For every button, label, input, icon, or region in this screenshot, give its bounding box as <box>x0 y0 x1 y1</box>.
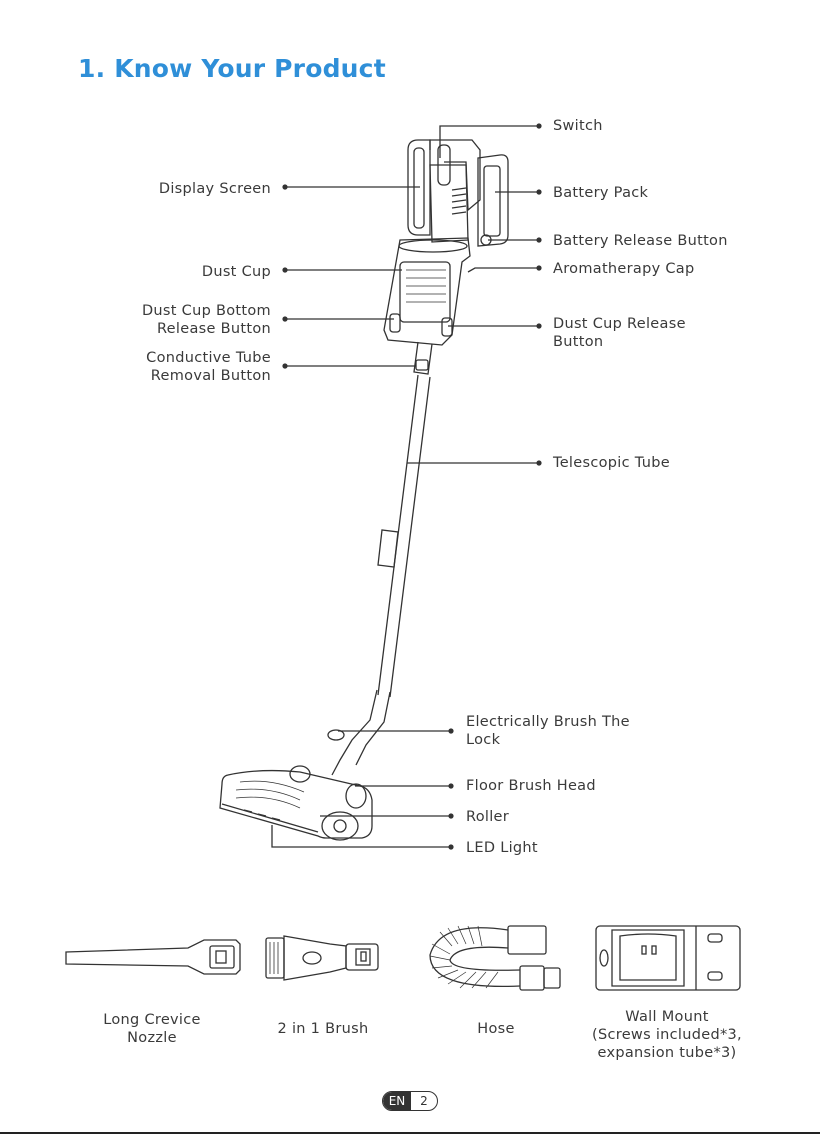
label-electrically-brush-the-lock: Electrically Brush The Lock <box>466 713 630 749</box>
caption-hose: Hose <box>426 1020 566 1038</box>
bottom-rule <box>0 1132 820 1134</box>
leader-lines <box>271 125 539 848</box>
label-line: Lock <box>466 732 501 748</box>
page-number: 2 <box>420 1094 428 1108</box>
vacuum-illustration <box>219 139 509 841</box>
label-line: Button <box>553 334 604 350</box>
label-dust-cup-bottom-release-button: Dust Cup Bottom Release Button <box>142 302 271 338</box>
label-conductive-tube-removal-button: Conductive Tube Removal Button <box>146 349 271 385</box>
label-led-light: LED Light <box>466 840 538 856</box>
label-battery-pack: Battery Pack <box>553 185 649 201</box>
label-aromatherapy-cap: Aromatherapy Cap <box>553 261 695 277</box>
label-line: Conductive Tube <box>146 350 271 366</box>
label-line: Release Button <box>156 321 271 337</box>
caption-line: Long Crevice <box>103 1012 201 1028</box>
label-line: Dust Cup Bottom <box>141 303 271 319</box>
label-line: Removal Button <box>150 368 271 384</box>
caption-2-in-1-brush: 2 in 1 Brush <box>253 1020 393 1038</box>
hose-illustration <box>429 925 561 991</box>
label-dust-cup-release-button: Dust Cup Release Button <box>553 315 686 351</box>
label-switch: Switch <box>553 118 603 134</box>
crevice-nozzle-illustration <box>65 939 241 975</box>
wall-mount-illustration <box>595 925 741 991</box>
caption-line: (Screws included*3, <box>592 1027 742 1043</box>
label-dust-cup: Dust Cup <box>201 264 271 280</box>
caption-line: 2 in 1 Brush <box>277 1021 369 1037</box>
label-line: Dust Cup Release <box>553 316 686 332</box>
label-roller: Roller <box>466 809 510 825</box>
caption-wall-mount: Wall Mount (Screws included*3, expansion… <box>582 1008 752 1062</box>
label-battery-release-button: Battery Release Button <box>553 233 728 249</box>
brush-illustration <box>265 935 379 981</box>
caption-line: Wall Mount <box>625 1009 709 1025</box>
page-indicator: EN 2 <box>382 1091 438 1111</box>
caption-line: Nozzle <box>127 1030 177 1046</box>
label-telescopic-tube: Telescopic Tube <box>553 455 670 471</box>
label-line: Electrically Brush The <box>466 714 630 730</box>
caption-line: expansion tube*3) <box>597 1045 737 1061</box>
page-title: 1. Know Your Product <box>78 54 386 83</box>
label-display-screen: Display Screen <box>158 181 271 197</box>
caption-long-crevice-nozzle: Long Crevice Nozzle <box>82 1011 222 1047</box>
label-floor-brush-head: Floor Brush Head <box>466 778 596 794</box>
language-badge: EN <box>383 1092 411 1110</box>
caption-line: Hose <box>477 1021 515 1037</box>
